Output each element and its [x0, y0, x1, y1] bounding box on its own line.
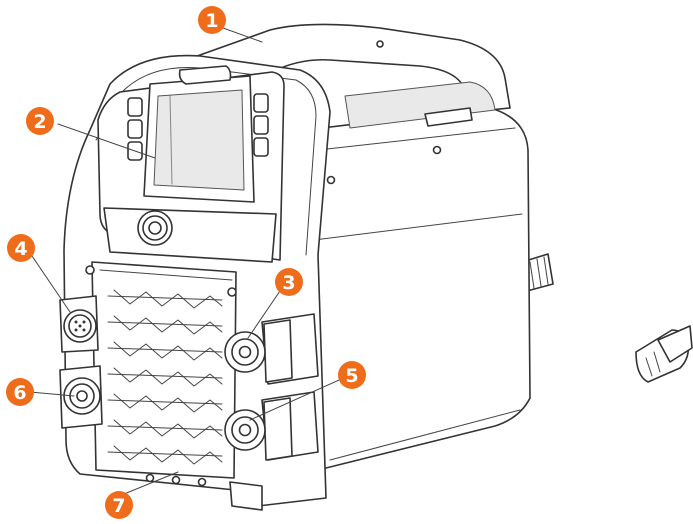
callout-4-badge	[7, 234, 35, 262]
housing-side-panel	[299, 107, 531, 471]
display-screen	[153, 89, 245, 191]
callout-1-badge	[198, 6, 226, 34]
callout-1-number: 1	[205, 10, 218, 32]
side-screw	[326, 175, 336, 185]
negative-output-socket	[224, 391, 319, 461]
callout-6-number: 6	[13, 382, 26, 404]
positive-output-socket	[224, 313, 319, 385]
right-softkeys	[253, 93, 269, 157]
control-socket	[59, 295, 99, 353]
callout-5: 5	[338, 361, 366, 389]
callout-6-badge	[6, 378, 34, 406]
left-output-socket	[59, 365, 103, 429]
callout-5-number: 5	[345, 365, 358, 387]
callout-1: 1	[198, 6, 226, 34]
callout-3-number: 3	[282, 272, 295, 294]
callout-2: 2	[26, 107, 54, 135]
callout-3-badge	[275, 268, 303, 296]
callout-2-badge	[26, 107, 54, 135]
callout-7: 7	[105, 491, 133, 519]
side-screw	[432, 145, 442, 155]
callout-6: 6	[6, 378, 34, 406]
callout-4-number: 4	[14, 238, 27, 260]
callout-2-number: 2	[33, 111, 46, 133]
callout-5-badge	[338, 361, 366, 389]
callout-4: 4	[7, 234, 35, 262]
carry-handle	[185, 23, 511, 129]
control-knob	[103, 207, 277, 263]
housing	[59, 23, 531, 511]
callout-7-number: 7	[112, 495, 125, 517]
bottom-screws	[145, 473, 207, 487]
callout-3: 3	[275, 268, 303, 296]
power-cable	[509, 253, 693, 446]
power-plug	[635, 325, 693, 383]
front-grille	[85, 261, 237, 479]
front-foot	[229, 481, 263, 511]
callout-7-badge	[105, 491, 133, 519]
